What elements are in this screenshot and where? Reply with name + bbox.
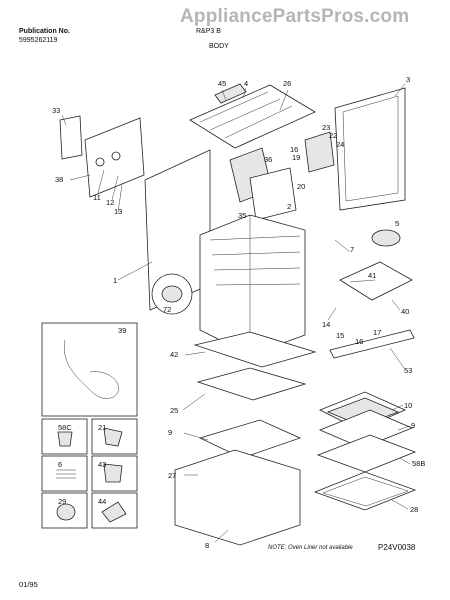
callout-39: 39 bbox=[118, 326, 126, 335]
callout-53: 53 bbox=[404, 366, 412, 375]
callout-8: 28 bbox=[410, 505, 418, 514]
callout-33: 33 bbox=[52, 106, 60, 115]
watermark: AppliancePartsPros.com bbox=[180, 6, 410, 27]
top-panel-part bbox=[189, 83, 316, 149]
callout-19: 19 bbox=[292, 153, 300, 162]
callout-42: 42 bbox=[170, 350, 178, 359]
callout-15: 15 bbox=[336, 331, 344, 340]
accessory-box-39 bbox=[41, 322, 138, 417]
oven-racks bbox=[313, 391, 417, 511]
callout-14: 14 bbox=[322, 320, 330, 329]
drawing-code: P24V0038 bbox=[378, 543, 416, 552]
callout-3: 3 bbox=[406, 75, 410, 84]
callout-6: 58B bbox=[412, 459, 425, 468]
callout-20: 20 bbox=[297, 182, 305, 191]
callout-5: 5 bbox=[395, 219, 399, 228]
leader-lines bbox=[61, 83, 411, 543]
control-panel-part bbox=[59, 115, 145, 198]
callout-58a: 8 bbox=[205, 541, 209, 550]
callout-58b: 27 bbox=[168, 471, 176, 480]
section-title: BODY bbox=[209, 43, 229, 50]
leveling-leg-part bbox=[371, 229, 401, 247]
model-number-fragment: R&P3 B bbox=[196, 28, 221, 35]
callout-23: 23 bbox=[322, 123, 330, 132]
trim-bar-part bbox=[329, 329, 415, 359]
callout-40: 40 bbox=[401, 307, 409, 316]
plug-part bbox=[161, 285, 183, 303]
bracket-part bbox=[339, 261, 413, 301]
publication-label: Publication No. bbox=[19, 28, 70, 35]
callout-9: 9 bbox=[411, 421, 415, 430]
callout-2: 2 bbox=[287, 202, 291, 211]
footer-date: 01/95 bbox=[19, 580, 38, 589]
callout-25: 25 bbox=[170, 406, 178, 415]
callout-21: 58C bbox=[58, 423, 72, 432]
accessory-box-43 bbox=[41, 455, 88, 492]
callout-29: 43 bbox=[98, 460, 106, 469]
oven-body-part bbox=[144, 149, 306, 356]
callout-1: 1 bbox=[113, 276, 117, 285]
callout-17: 17 bbox=[373, 328, 381, 337]
drawer-body-part bbox=[174, 449, 301, 546]
power-cord-part bbox=[63, 339, 119, 399]
callout-72: 72 bbox=[163, 305, 171, 314]
callout-7: 7 bbox=[350, 245, 354, 254]
callout-labels: 45 4 26 3 33 23 22 24 16 36 19 20 38 11 … bbox=[52, 75, 425, 550]
callout-16: 16 bbox=[290, 145, 298, 154]
callout-58c: 9 bbox=[168, 428, 172, 437]
callout-13: 13 bbox=[114, 207, 122, 216]
callout-26: 26 bbox=[283, 79, 291, 88]
callout-44: 29 bbox=[58, 497, 66, 506]
callout-38: 38 bbox=[55, 175, 63, 184]
callout-35: 35 bbox=[238, 211, 246, 220]
callout-22: 22 bbox=[329, 131, 337, 140]
callout-12: 12 bbox=[106, 198, 114, 207]
publication-number: 5995262119 bbox=[19, 37, 58, 44]
callout-16b: 16 bbox=[355, 337, 363, 346]
oven-liner-note: NOTE: Oven Liner not available bbox=[268, 545, 353, 551]
rear-panel-part bbox=[334, 87, 406, 211]
drawer-top-part bbox=[198, 419, 302, 459]
callout-28: 44 bbox=[98, 497, 106, 506]
callout-45: 45 bbox=[218, 79, 226, 88]
callout-27: 21 bbox=[98, 423, 106, 432]
liner-panel-part bbox=[196, 367, 307, 401]
callout-41: 41 bbox=[368, 271, 376, 280]
callout-10: 10 bbox=[404, 401, 412, 410]
callout-11: 11 bbox=[93, 193, 101, 202]
callout-4: 4 bbox=[244, 79, 248, 88]
bottom-panel-part bbox=[193, 331, 317, 368]
callout-43: 6 bbox=[58, 460, 62, 469]
burner-control-part bbox=[229, 131, 335, 221]
callout-24: 24 bbox=[336, 140, 344, 149]
callout-36: 36 bbox=[264, 155, 272, 164]
